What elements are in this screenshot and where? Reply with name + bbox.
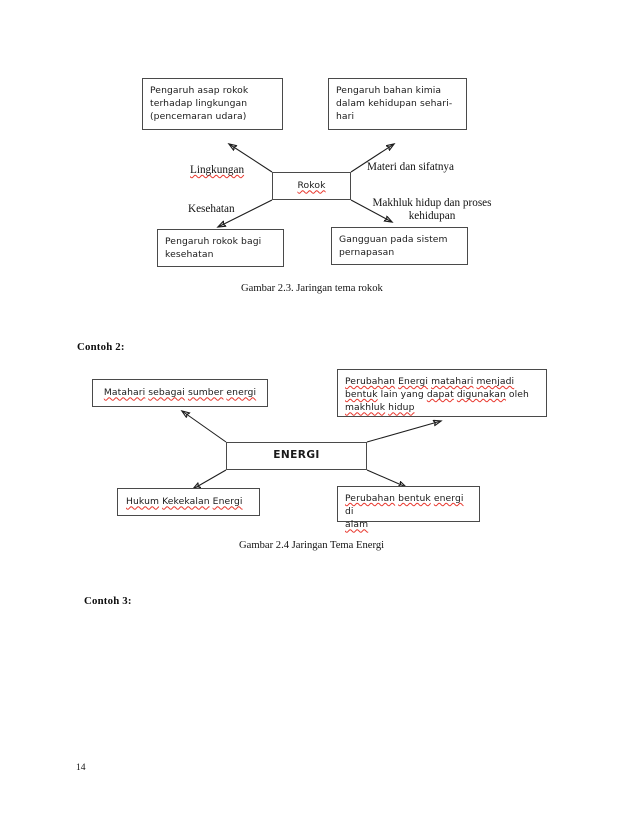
label-line: kehidupan xyxy=(408,210,456,222)
box-rokok-center: Rokok xyxy=(272,172,351,200)
box-line: Pengaruh asap rokok xyxy=(150,85,249,96)
box-pengaruh-rokok-kesehatan: Pengaruh rokok bagi kesehatan xyxy=(157,229,284,267)
box-line: kesehatan xyxy=(165,249,214,261)
heading-contoh-3: Contoh 3: xyxy=(84,595,132,607)
box-text: Matahari sebagai sumber energi xyxy=(103,387,257,399)
heading-contoh-2: Contoh 2: xyxy=(77,341,125,353)
box-line: Gangguan pada sistem xyxy=(339,234,448,245)
label-line: Makhluk hidup dan proses xyxy=(372,197,492,209)
center-label: ENERGI xyxy=(273,449,320,462)
box-text: Hukum Kekekalan Energi xyxy=(126,496,243,508)
box-line: pernapasan xyxy=(339,247,395,259)
page-number: 14 xyxy=(76,762,86,773)
label-kesehatan: Kesehatan xyxy=(188,203,235,215)
box-matahari-sumber-energi: Matahari sebagai sumber energi xyxy=(92,379,268,407)
center-label: Rokok xyxy=(297,180,326,192)
box-energi-center: ENERGI xyxy=(226,442,367,470)
box-asap-rokok: Pengaruh asap rokok terhadap lingkungan … xyxy=(142,78,283,130)
box-bahan-kimia: Pengaruh bahan kimia dalam kehidupan seh… xyxy=(328,78,467,130)
caption-gambar-2-4: Gambar 2.4 Jaringan Tema Energi xyxy=(239,540,385,551)
box-hukum-kekekalan-energi: Hukum Kekekalan Energi xyxy=(117,488,260,516)
label-makhluk-hidup-dan-proses-kehidupan: Makhluk hidup dan proses kehidupan xyxy=(361,197,503,223)
label-lingkungan: Lingkungan xyxy=(190,164,245,176)
box-line: hari xyxy=(336,111,355,123)
box-line: Pengaruh rokok bagi xyxy=(165,236,262,247)
box-gangguan-pernapasan: Gangguan pada sistem pernapasan xyxy=(331,227,468,265)
box-line: terhadap lingkungan xyxy=(150,98,248,110)
box-line: Pengaruh bahan kimia xyxy=(336,85,442,96)
label-materi-dan-sifatnya: Materi dan sifatnya xyxy=(367,161,454,173)
box-line: dalam kehidupan sehari- xyxy=(336,98,453,110)
box-line: (pencemaran udara) xyxy=(150,111,247,123)
caption-gambar-2-3: Gambar 2.3. Jaringan tema rokok xyxy=(241,283,383,294)
